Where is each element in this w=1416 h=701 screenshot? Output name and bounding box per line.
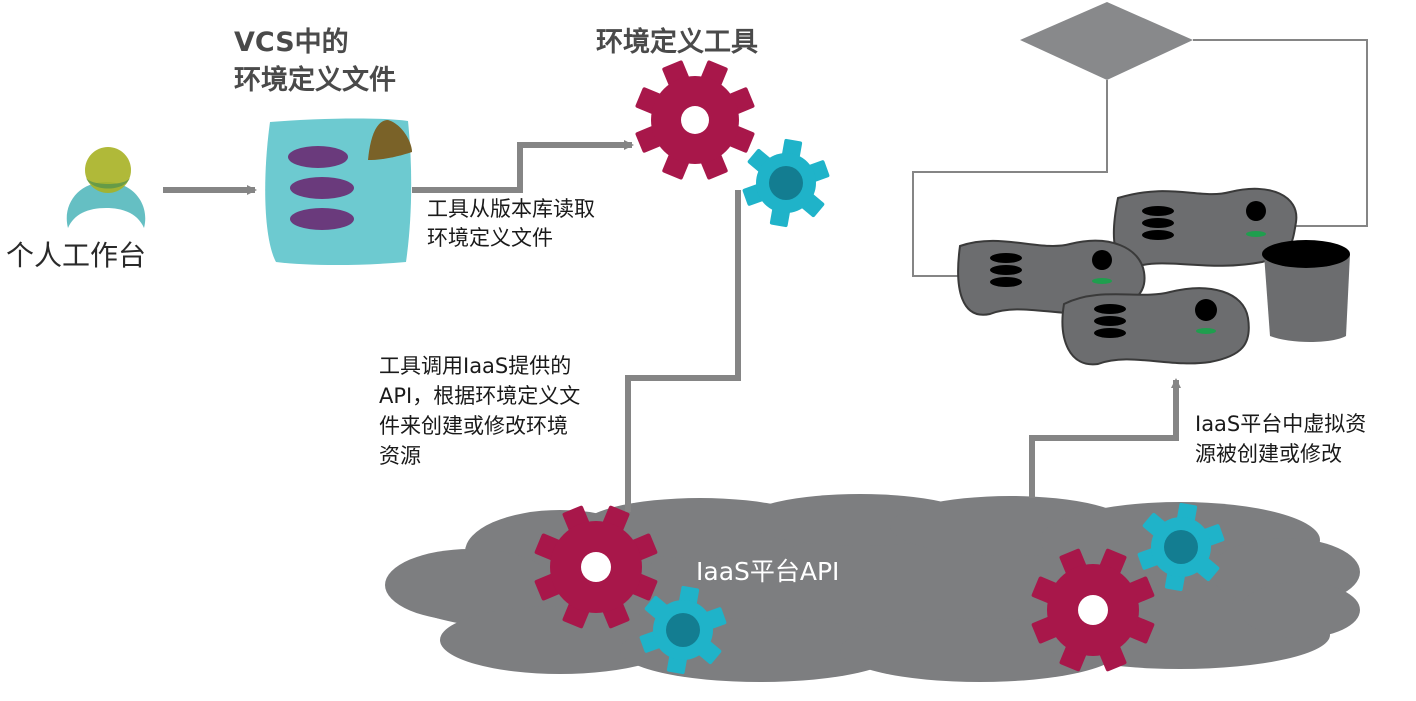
gear-hub	[681, 106, 709, 134]
line-tool-to-cloud	[625, 190, 741, 512]
cloud-label: IaaS平台API	[696, 557, 840, 586]
gear-hub	[666, 613, 700, 647]
database-icon	[1262, 240, 1350, 342]
document-icon	[265, 118, 412, 265]
result-note-line2: 源被创建或修改	[1195, 442, 1342, 466]
tool-title: 环境定义工具	[596, 27, 758, 58]
call-note-line3: 件来创建或修改环境	[379, 414, 568, 438]
gear-hub	[1164, 530, 1198, 564]
gear-hub	[769, 166, 803, 200]
gear-hub	[581, 552, 611, 582]
gear-hub	[1078, 595, 1108, 625]
workstation-label: 个人工作台	[6, 239, 147, 272]
call-note-line2: API，根据环境定义文	[379, 384, 581, 408]
diamond-icon	[1020, 2, 1193, 80]
read-note-line2: 环境定义文件	[427, 226, 553, 250]
arrow-vcs-to-tool	[412, 140, 634, 193]
call-note-line4: 资源	[379, 444, 421, 468]
call-note-line1: 工具调用IaaS提供的	[379, 354, 572, 378]
line-diamond-left	[912, 80, 1108, 277]
arrow-cloud-to-servers	[1029, 378, 1181, 498]
small-gear-icon	[639, 585, 727, 675]
person-icon	[66, 147, 146, 228]
server-icon	[957, 187, 1298, 366]
vcs-title-line1: VCS中的	[234, 27, 349, 58]
small-gear-icon	[742, 138, 830, 228]
gear-icon	[1031, 548, 1155, 672]
result-note-line1: IaaS平台中虚拟资	[1195, 412, 1367, 436]
gear-icon	[534, 505, 658, 629]
cloud-icon	[385, 494, 1360, 682]
vcs-title-line2: 环境定义文件	[234, 65, 396, 96]
line-diamond-right	[1193, 39, 1368, 227]
small-gear-icon	[1137, 502, 1225, 592]
read-note-line1: 工具从版本库读取	[427, 197, 595, 221]
gear-icon	[635, 60, 755, 180]
